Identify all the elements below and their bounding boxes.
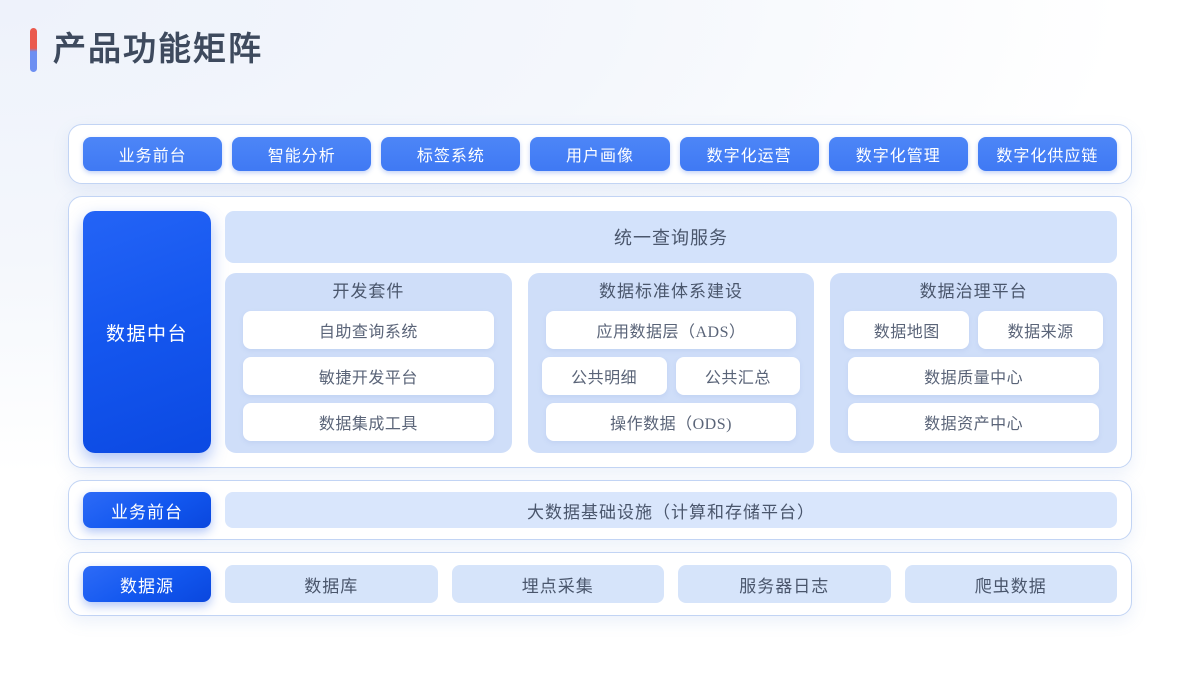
capability-chip[interactable]: 公共明细 (541, 356, 667, 395)
app-tag-2[interactable]: 标签系统 (381, 137, 521, 171)
capability-chip[interactable]: 公共汇总 (675, 356, 801, 395)
capability-chip[interactable]: 数据来源 (978, 310, 1104, 349)
infrastructure-card: 业务前台 大数据基础设施（计算和存储平台） (68, 480, 1132, 540)
item-row: 自助查询系统 (239, 310, 498, 349)
data-middle-platform-card: 数据中台 统一查询服务 开发套件 自助查询系统 敏捷开发平台 数据集成工具 (68, 196, 1132, 468)
column-items: 应用数据层（ADS） 公共明细 公共汇总 操作数据（ODS) (541, 310, 801, 442)
app-tag-6[interactable]: 数字化供应链 (977, 137, 1117, 171)
capability-chip[interactable]: 自助查询系统 (243, 310, 494, 349)
item-row: 数据质量中心 (844, 356, 1103, 395)
middle-platform-content: 统一查询服务 开发套件 自助查询系统 敏捷开发平台 数据集成工具 (225, 211, 1118, 453)
column-title: 数据治理平台 (919, 282, 1028, 301)
page-title: 产品功能矩阵 (53, 31, 263, 68)
data-sources-card: 数据源 数据库 埋点采集 服务器日志 爬虫数据 (68, 552, 1132, 616)
app-tag-0[interactable]: 业务前台 (83, 137, 223, 171)
infrastructure-bar[interactable]: 大数据基础设施（计算和存储平台） (225, 492, 1117, 528)
capability-column-data-standard: 数据标准体系建设 应用数据层（ADS） 公共明细 公共汇总 操作数据（ODS) (527, 273, 815, 453)
title-accent-bar (30, 28, 37, 72)
capability-chip[interactable]: 敏捷开发平台 (243, 356, 494, 395)
capability-chip[interactable]: 应用数据层（ADS） (545, 310, 797, 349)
capability-columns: 开发套件 自助查询系统 敏捷开发平台 数据集成工具 数据标准体系建设 (225, 273, 1118, 453)
column-items: 自助查询系统 敏捷开发平台 数据集成工具 (239, 310, 498, 442)
column-items: 数据地图 数据来源 数据质量中心 数据资产中心 (844, 310, 1104, 442)
data-middle-platform-label[interactable]: 数据中台 (83, 211, 211, 453)
app-tag-3[interactable]: 用户画像 (530, 137, 670, 171)
capability-chip[interactable]: 数据资产中心 (848, 402, 1100, 442)
column-title: 开发套件 (332, 282, 405, 301)
item-row: 数据集成工具 (239, 402, 498, 442)
data-source-2[interactable]: 服务器日志 (678, 565, 891, 603)
capability-chip[interactable]: 数据质量中心 (848, 356, 1100, 395)
app-tag-5[interactable]: 数字化管理 (828, 137, 968, 171)
capability-column-data-governance: 数据治理平台 数据地图 数据来源 数据质量中心 数据资产中心 (830, 273, 1118, 453)
item-row: 公共明细 公共汇总 (541, 356, 801, 395)
page-header: 产品功能矩阵 (30, 28, 263, 72)
column-title: 数据标准体系建设 (599, 282, 743, 301)
capability-chip[interactable]: 操作数据（ODS) (545, 402, 797, 442)
application-layer-card: 业务前台 智能分析 标签系统 用户画像 数字化运营 数字化管理 数字化供应链 (68, 124, 1132, 184)
item-row: 数据资产中心 (844, 402, 1103, 442)
app-tag-1[interactable]: 智能分析 (232, 137, 372, 171)
item-row: 应用数据层（ADS） (542, 310, 801, 349)
item-row: 数据地图 数据来源 (844, 310, 1104, 349)
item-row: 敏捷开发平台 (239, 356, 498, 395)
app-tag-4[interactable]: 数字化运营 (679, 137, 819, 171)
capability-chip[interactable]: 数据地图 (844, 310, 970, 349)
data-source-1[interactable]: 埋点采集 (451, 565, 664, 603)
data-source-3[interactable]: 爬虫数据 (904, 565, 1117, 603)
data-sources-side-label[interactable]: 数据源 (83, 566, 211, 602)
item-row: 操作数据（ODS) (542, 402, 801, 442)
unified-query-service-bar[interactable]: 统一查询服务 (225, 211, 1117, 263)
infrastructure-side-label[interactable]: 业务前台 (83, 492, 211, 528)
capability-column-dev-kit: 开发套件 自助查询系统 敏捷开发平台 数据集成工具 (225, 273, 512, 453)
data-source-0[interactable]: 数据库 (225, 565, 438, 603)
capability-chip[interactable]: 数据集成工具 (243, 402, 494, 442)
